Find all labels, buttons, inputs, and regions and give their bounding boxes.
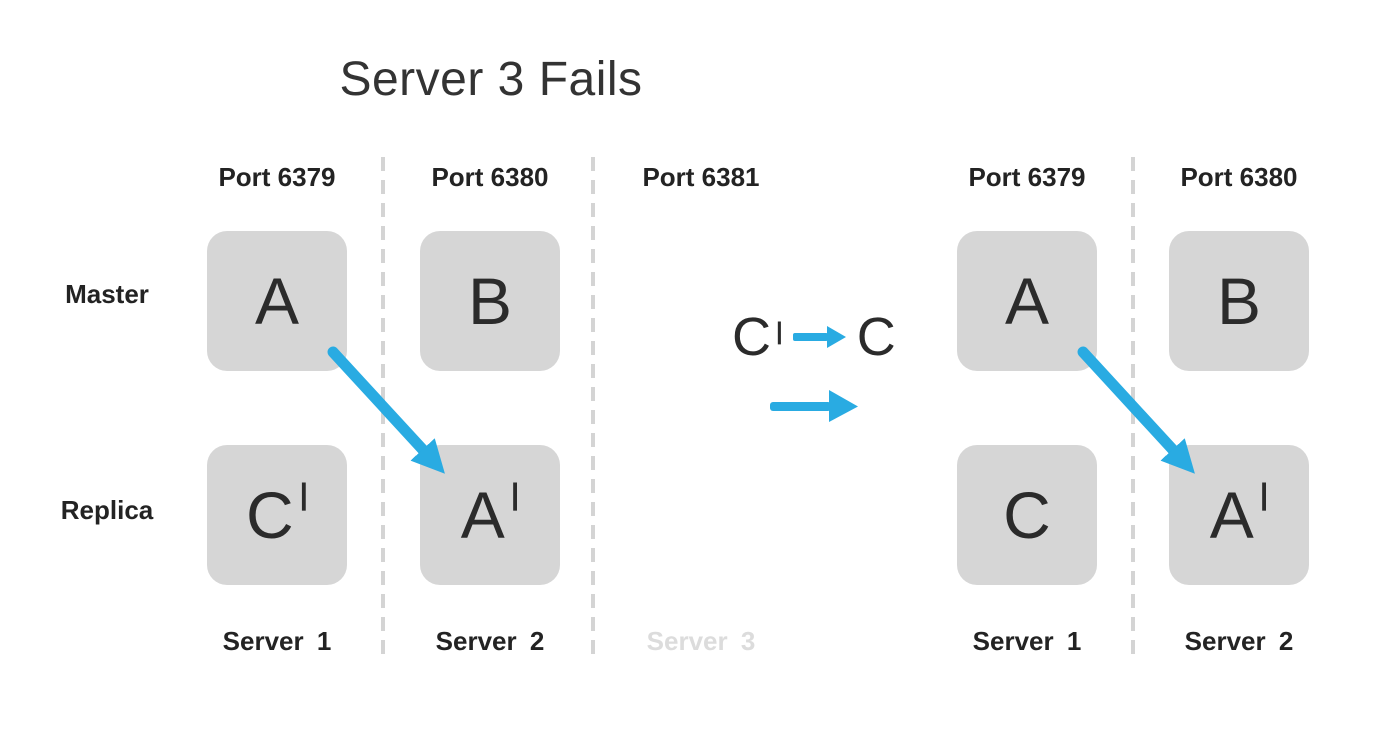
promotion-from-letter: C| [732,307,783,367]
diagram-title: Server 3 Fails [339,53,643,106]
before-port-6379-label: Port 6379 [218,162,336,192]
promotion-annotation: C| C [732,305,896,369]
after-replica-node-a-prime: A| [1169,445,1309,585]
before-port-6381-label: Port 6381 [642,162,760,192]
node-letter: A [1209,478,1254,552]
column-divider-3 [1131,157,1135,655]
state-transition-arrow-icon [770,390,858,422]
node-letter: C [1003,478,1051,552]
node-letter: C [245,478,294,552]
prime-mark: | [776,318,783,345]
row-label-master: Master [65,279,149,309]
after-replica-node-c: C [957,445,1097,585]
prime-mark: | [510,478,520,511]
promotion-to-letter: C [856,307,896,367]
column-divider-2 [591,157,595,655]
after-port-6379-label: Port 6379 [968,162,1086,192]
after-master-node-a: A [957,231,1097,371]
node-letter: A [254,264,300,338]
column-divider-1 [381,157,385,655]
after-server-2-label: Server 2 [1184,626,1294,656]
node-letter: A [460,478,505,552]
before-port-6380-label: Port 6380 [431,162,549,192]
row-label-replica: Replica [60,495,154,525]
before-server-3-failed-label: Server 3 [646,626,756,656]
after-master-node-b: B [1169,231,1309,371]
before-replica-node-c-prime: C| [207,445,347,585]
before-master-node-b: B [420,231,560,371]
prime-mark: | [1259,478,1269,511]
after-port-6380-label: Port 6380 [1180,162,1298,192]
after-server-1-label: Server 1 [972,626,1082,656]
node-letter: B [467,264,513,338]
before-server-2-label: Server 2 [435,626,545,656]
before-replica-node-a-prime: A| [420,445,560,585]
node-letter: A [1004,264,1050,338]
before-master-node-a: A [207,231,347,371]
before-server-1-label: Server 1 [222,626,332,656]
small-right-arrow-icon [792,326,846,348]
node-letter: B [1216,264,1262,338]
prime-mark: | [299,478,309,511]
